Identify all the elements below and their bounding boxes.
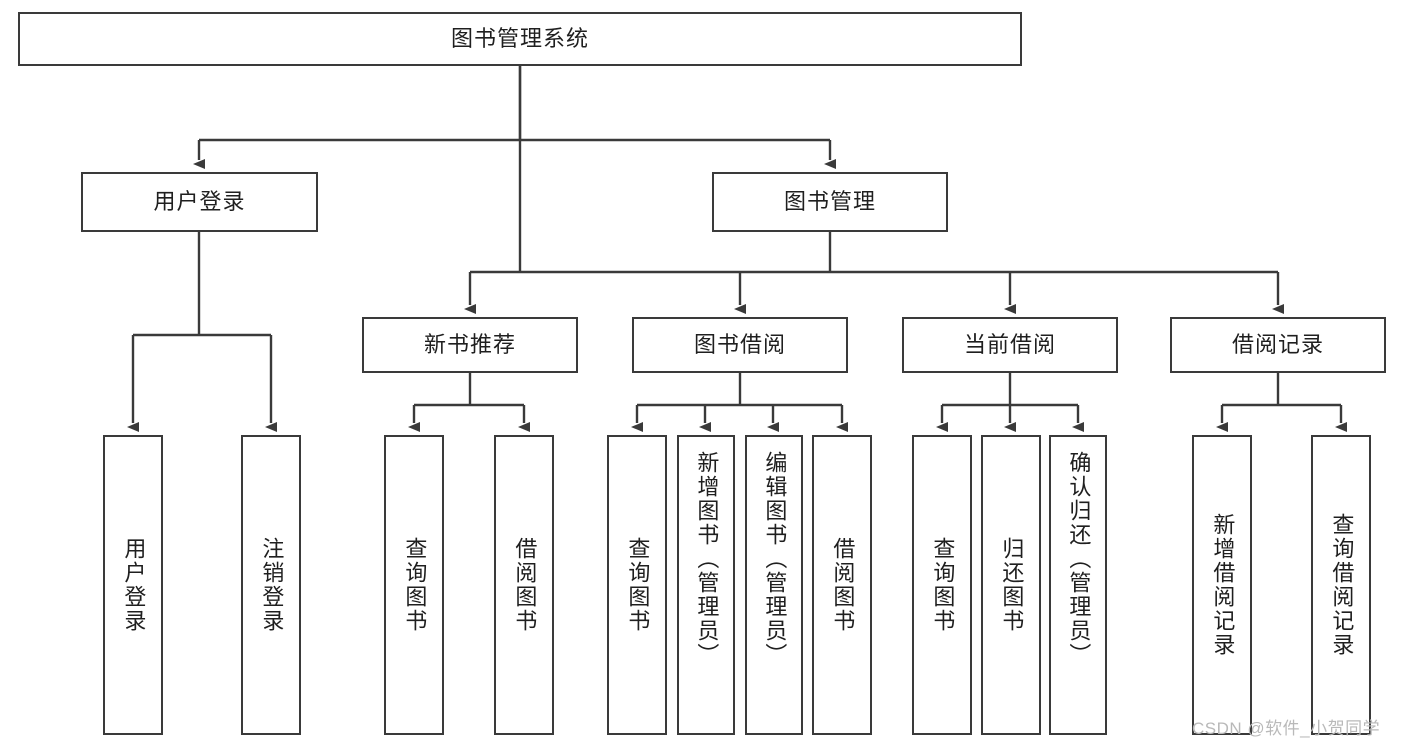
node-book-borrow-label: 图书借阅 [693,331,786,357]
node-new-book-recommend[interactable]: 新书推荐 [362,317,578,373]
node-user-login[interactable]: 用户登录 [81,172,318,232]
node-root-label: 图书管理系统 [450,25,589,51]
node-book-management-label: 图书管理 [783,188,876,214]
leaf-query-book-newbook-label: 查询图书 [402,537,428,633]
node-book-management[interactable]: 图书管理 [712,172,948,232]
leaf-add-book-admin[interactable]: 新增图书（管理员） [677,435,735,735]
leaf-add-book-admin-label: 新增图书（管理员） [694,451,720,667]
leaf-add-borrow-record-label: 新增借阅记录 [1210,513,1236,657]
node-current-borrow[interactable]: 当前借阅 [902,317,1118,373]
leaf-edit-book-admin-label: 编辑图书（管理员） [762,451,788,667]
leaf-logout-label: 注销登录 [259,537,285,633]
leaf-user-login[interactable]: 用户登录 [103,435,163,735]
leaf-user-login-label: 用户登录 [121,537,147,633]
node-new-book-recommend-label: 新书推荐 [423,331,516,357]
node-borrow-record-label: 借阅记录 [1231,331,1324,357]
leaf-edit-book-admin[interactable]: 编辑图书（管理员） [745,435,803,735]
leaf-query-book-borrow-label: 查询图书 [625,537,651,633]
node-user-login-label: 用户登录 [153,188,246,214]
leaf-borrow-book-borrow-label: 借阅图书 [830,537,856,633]
leaf-borrow-book-newbook[interactable]: 借阅图书 [494,435,554,735]
leaf-return-book-label: 归还图书 [999,537,1025,633]
csdn-watermark: CSDN @软件_小贺同学 [1192,719,1381,738]
leaf-confirm-return-admin[interactable]: 确认归还（管理员） [1049,435,1107,735]
node-current-borrow-label: 当前借阅 [963,331,1056,357]
leaf-borrow-book-borrow[interactable]: 借阅图书 [812,435,872,735]
leaf-query-book-newbook[interactable]: 查询图书 [384,435,444,735]
leaf-add-borrow-record[interactable]: 新增借阅记录 [1192,435,1252,735]
node-root[interactable]: 图书管理系统 [18,12,1022,66]
leaf-confirm-return-admin-label: 确认归还（管理员） [1066,451,1092,667]
leaf-query-book-current[interactable]: 查询图书 [912,435,972,735]
node-book-borrow[interactable]: 图书借阅 [632,317,848,373]
node-borrow-record[interactable]: 借阅记录 [1170,317,1386,373]
leaf-query-book-borrow[interactable]: 查询图书 [607,435,667,735]
leaf-query-book-current-label: 查询图书 [930,537,956,633]
leaf-return-book[interactable]: 归还图书 [981,435,1041,735]
leaf-borrow-book-newbook-label: 借阅图书 [512,537,538,633]
leaf-query-borrow-record-label: 查询借阅记录 [1329,513,1355,657]
leaf-logout[interactable]: 注销登录 [241,435,301,735]
leaf-query-borrow-record[interactable]: 查询借阅记录 [1311,435,1371,735]
